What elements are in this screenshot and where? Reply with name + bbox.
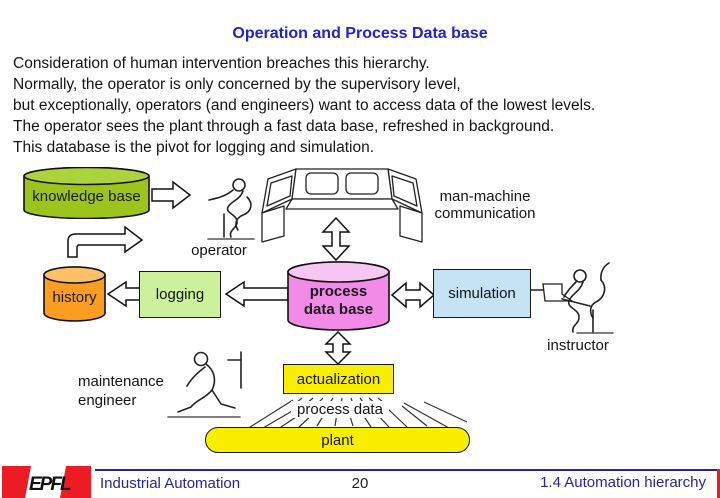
operator-label: operator (191, 242, 247, 259)
simulation-label: simulation (448, 285, 516, 302)
man-machine-line2: communication (434, 205, 536, 222)
arrow-db-simulation-icon (390, 281, 436, 309)
arrow-bent-up-icon (67, 225, 144, 258)
history-label: history (52, 288, 97, 306)
plant-label: plant (321, 431, 354, 449)
body-line: The operator sees the plant through a fa… (13, 118, 555, 135)
epfl-logo-text: EPFL (29, 474, 71, 495)
instructor-label: instructor (547, 337, 609, 354)
logging-label: logging (155, 286, 205, 303)
epfl-logo: EPFL (2, 466, 91, 498)
knowledge-base-cylinder: knowledge base (23, 167, 150, 219)
maintenance-line1: maintenance (78, 373, 164, 390)
arrow-db-actualization-icon (324, 330, 352, 366)
plant-shape: plant (205, 427, 470, 453)
man-machine-label: man-machine communication (420, 188, 550, 222)
arrow-console-db-icon (321, 216, 351, 262)
maintenance-line2: engineer (78, 392, 137, 409)
maintenance-figure-icon (167, 351, 242, 418)
history-cylinder: history (43, 266, 106, 322)
operator-figure-icon (207, 178, 255, 240)
logging-box: logging (139, 271, 221, 318)
footer-section-title: 1.4 Automation hierarchy (540, 474, 706, 491)
page-title: Operation and Process Data base (232, 25, 488, 42)
footer-right-accent-bar (717, 469, 720, 498)
footer-page-number: 20 (351, 475, 369, 492)
process-db-line1: process (309, 283, 368, 300)
knowledge-base-label: knowledge base (32, 187, 141, 205)
actualization-box: actualization (283, 364, 394, 394)
process-data-label: process data (291, 401, 389, 418)
footer-divider (95, 469, 717, 471)
arrow-kb-to-operator-icon (151, 180, 192, 210)
body-line: This database is the pivot for logging a… (13, 139, 375, 156)
footer-course-title: Industrial Automation (100, 475, 241, 492)
maintenance-engineer-label: maintenance engineer (78, 372, 164, 410)
arrow-logging-to-history-icon (106, 280, 144, 308)
arrow-db-to-logging-icon (224, 280, 289, 308)
body-paragraph: Consideration of human intervention brea… (13, 53, 595, 158)
process-data-base-cylinder: process data base (287, 261, 390, 331)
control-console-icon (261, 168, 423, 243)
body-line: Normally, the operator is only concerned… (13, 76, 461, 93)
instructor-figure-icon (530, 262, 614, 334)
body-line: Consideration of human intervention brea… (13, 55, 430, 72)
man-machine-line1: man-machine (439, 188, 531, 205)
body-line: but exceptionally, operators (and engine… (13, 97, 596, 114)
actualization-label: actualization (296, 370, 381, 388)
process-db-line2: data base (303, 301, 374, 318)
simulation-box: simulation (433, 269, 531, 318)
process-data-base-label: process data base (287, 261, 390, 331)
